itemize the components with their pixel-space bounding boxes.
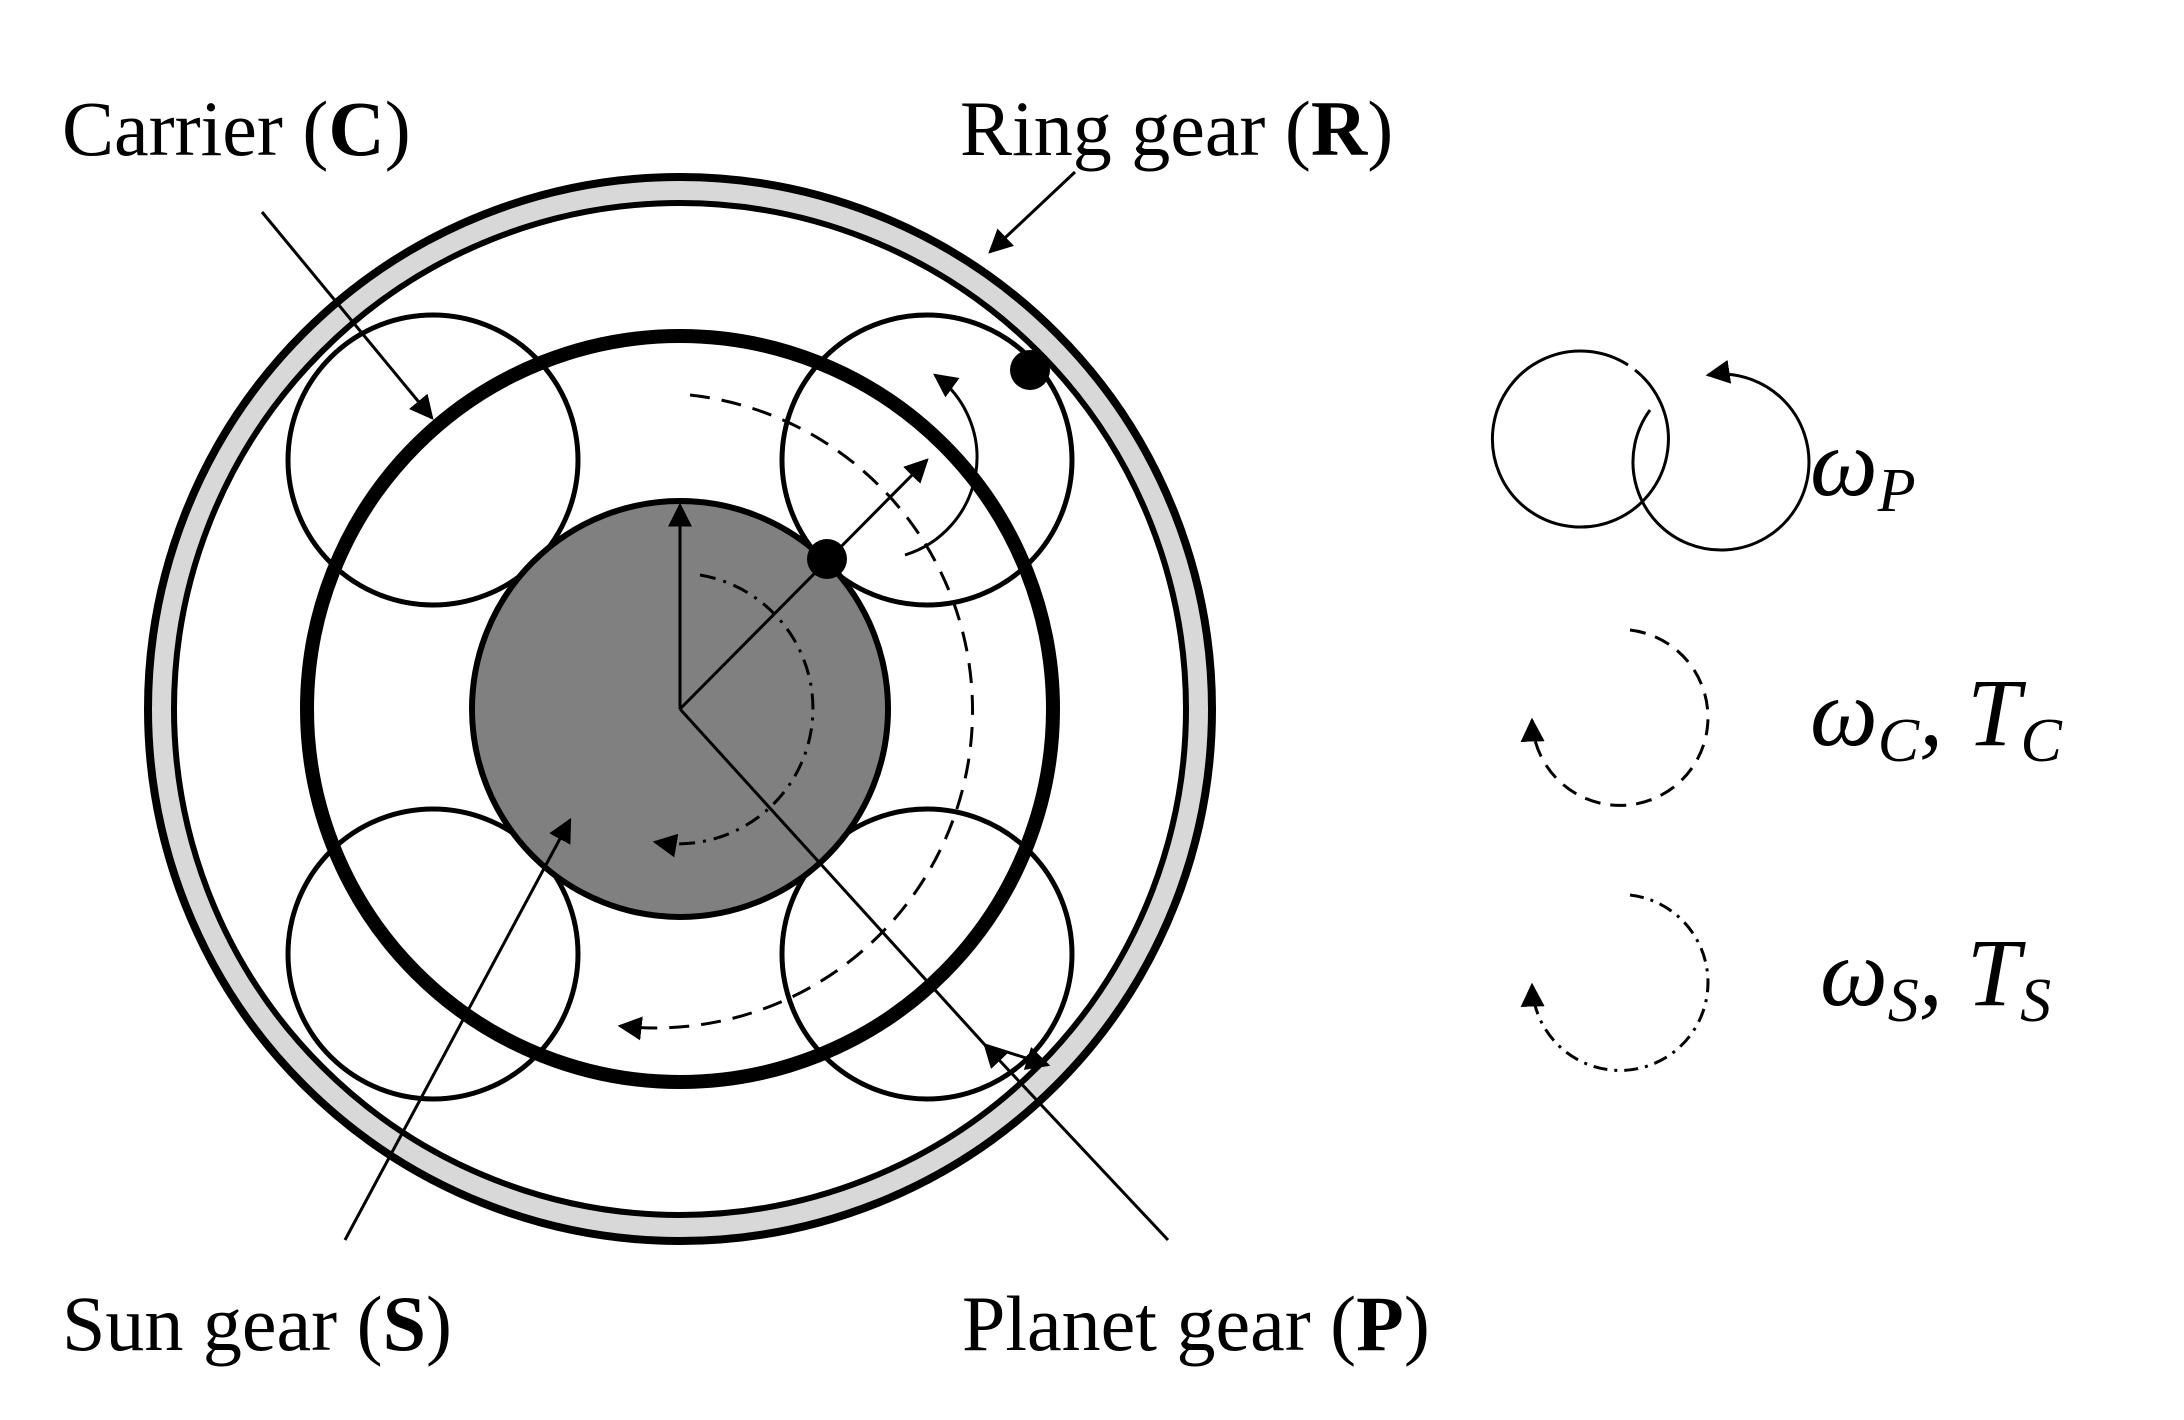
- carrier-rotation-arrow: [617, 393, 974, 1041]
- legend-dashed-arc-icon: [1520, 628, 1710, 807]
- sun-leader-line: [343, 817, 572, 1241]
- legend-solid-arc-icon: [1490, 349, 1670, 529]
- legend-item-planet: ωP: [1490, 349, 1916, 552]
- planet-gear-top-right: [779, 312, 1075, 608]
- planet-gears: [285, 312, 1075, 1102]
- ring-leader-line: [988, 170, 1077, 254]
- legend-item-sun: ωS, TS: [1520, 893, 2051, 1072]
- planet-leader-line-inner: [678, 707, 987, 1047]
- planet-gear-label: Planet gear (P): [962, 1280, 1430, 1367]
- legend: ωP ωC, TC ωS, TS: [1490, 349, 2063, 1072]
- svg-text:ωC, TC: ωC, TC: [1810, 659, 2063, 775]
- planet-gear-bottom-right: [779, 806, 1075, 1102]
- svg-text:ωS, TS: ωS, TS: [1820, 919, 2051, 1035]
- sun-gear-label: Sun gear (S): [62, 1280, 452, 1367]
- sun-planet-contact-point: [807, 539, 847, 579]
- legend-dash-dot-arc-icon: [1520, 893, 1710, 1072]
- carrier-radius-arrow: [678, 458, 929, 711]
- carrier: [300, 329, 1060, 1089]
- sun-rotation-arrow: [652, 573, 815, 858]
- ring-gear-label: Ring gear (R): [960, 85, 1393, 172]
- carrier-label: Carrier (C): [62, 85, 411, 172]
- planet-leader-line: [983, 1043, 1170, 1242]
- planet-gear-top-left: [285, 312, 581, 608]
- legend-item-carrier: ωC, TC: [1520, 628, 2063, 807]
- svg-text:ωP: ωP: [1810, 409, 1916, 525]
- planet-rotation-arrow: [904, 373, 979, 557]
- carrier-leader-line: [260, 211, 434, 420]
- ring-planet-contact-point: [1010, 350, 1050, 390]
- planet-leader-line-outer: [984, 1043, 1051, 1070]
- planet-gear-bottom-left: [285, 806, 581, 1102]
